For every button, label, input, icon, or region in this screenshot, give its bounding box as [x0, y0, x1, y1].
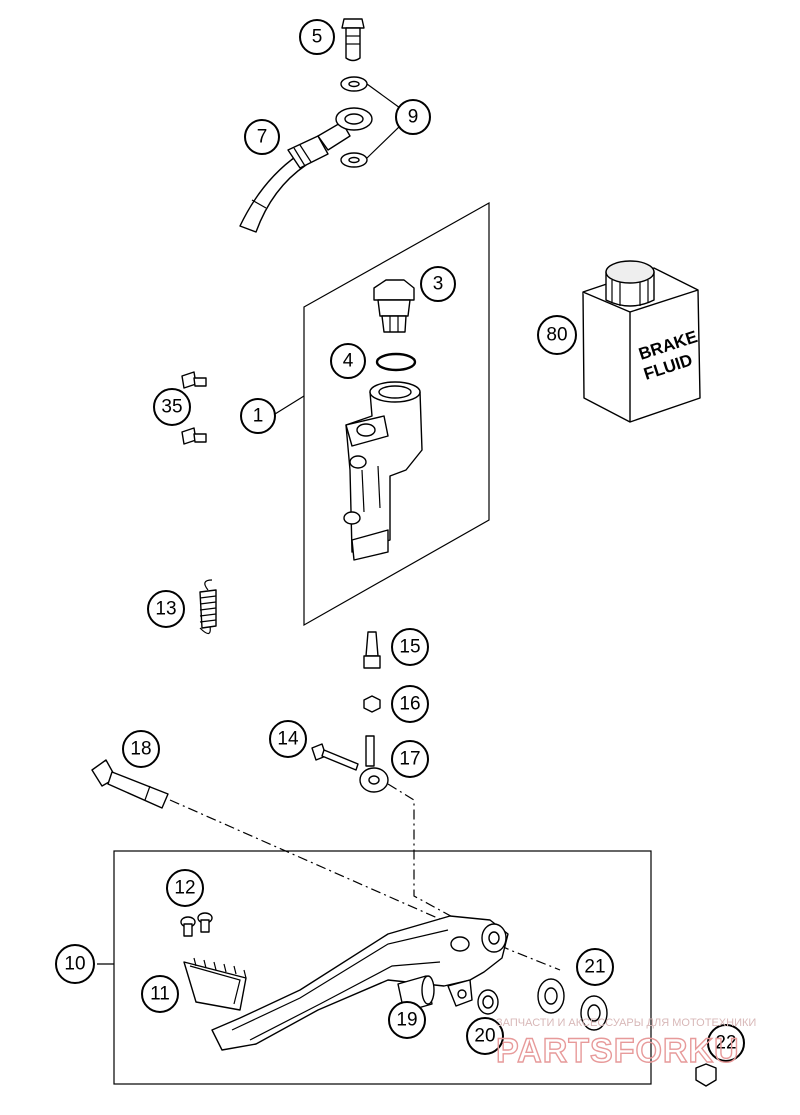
callout-19: 19 [388, 1001, 426, 1039]
assembly-axis-rod [387, 783, 459, 921]
callout-11: 11 [141, 975, 179, 1013]
part-3-reservoir-cap [373, 279, 415, 333]
callout-12: 12 [166, 869, 204, 907]
callout-13: 13 [147, 590, 185, 628]
assembly-axis-pivot [169, 799, 561, 971]
callout-15: 15 [391, 628, 429, 666]
callout-80: 80 [537, 315, 577, 355]
callout-4: 4 [330, 343, 366, 379]
svg-text:17: 17 [399, 749, 420, 770]
svg-text:15: 15 [399, 637, 420, 658]
svg-text:7: 7 [257, 127, 268, 148]
callout-14: 14 [269, 720, 307, 758]
callout-5: 5 [299, 19, 335, 55]
svg-text:18: 18 [130, 739, 151, 760]
svg-text:21: 21 [584, 957, 605, 978]
part-20-bushing [477, 989, 499, 1015]
svg-text:80: 80 [546, 325, 567, 346]
callout-35: 35 [153, 388, 191, 426]
svg-text:20: 20 [474, 1026, 495, 1047]
callout-16: 16 [391, 685, 429, 723]
part-10-brake-pedal [211, 915, 509, 1051]
callout-3: 3 [420, 266, 456, 302]
svg-text:35: 35 [161, 397, 182, 418]
watermark-logo: PARTSFORKU [496, 1032, 740, 1070]
part-80-brake-fluid-bottle: BRAKE FLUID [582, 260, 701, 423]
master-cylinder-group-frame [303, 201, 490, 627]
part-14-bolt [311, 743, 359, 771]
part-35-bolts [181, 371, 207, 445]
callout-1: 1 [240, 398, 276, 434]
part-17-clevis [359, 735, 389, 793]
part-18-pivot-bolt [91, 759, 169, 809]
callout-22: 22 [707, 1024, 745, 1062]
part-13-spring [199, 579, 217, 635]
svg-text:3: 3 [433, 274, 444, 295]
svg-text:5: 5 [312, 27, 323, 48]
part-7-brake-hose [239, 107, 373, 233]
part-5-banjo-bolt [341, 18, 365, 62]
callout-7: 7 [244, 119, 280, 155]
svg-text:19: 19 [396, 1010, 417, 1031]
part-15-push-rod [363, 631, 381, 669]
callout-17: 17 [391, 740, 429, 778]
svg-text:12: 12 [174, 878, 195, 899]
svg-text:11: 11 [150, 984, 170, 1005]
svg-text:16: 16 [399, 694, 420, 715]
brake-pedal-group-frame [113, 850, 652, 1085]
svg-text:1: 1 [253, 406, 264, 427]
part-11-pedal-tip [183, 957, 247, 1011]
svg-text:9: 9 [408, 107, 419, 128]
svg-text:10: 10 [64, 954, 85, 975]
callout-20: 20 [466, 1017, 504, 1055]
callout-9: 9 [395, 99, 431, 135]
part-12-screws [180, 912, 213, 937]
svg-text:13: 13 [155, 599, 176, 620]
callout-21: 21 [576, 948, 614, 986]
part-1-master-cylinder [343, 381, 423, 561]
part-21-bearings [537, 978, 608, 1031]
callout-18: 18 [122, 730, 160, 768]
svg-text:22: 22 [715, 1033, 736, 1054]
part-9-washers [340, 76, 368, 168]
watermark-tagline: ЗАПЧАСТИ И АКСЕССУАРЫ ДЛЯ МОТОТЕХНИКИ [496, 1017, 756, 1029]
part-4-o-ring [375, 352, 417, 372]
leader-lines [97, 83, 401, 965]
svg-text:4: 4 [343, 351, 354, 372]
svg-text:14: 14 [277, 729, 299, 750]
callout-10: 10 [55, 944, 95, 984]
part-22-nut [695, 1063, 717, 1087]
part-16-nut [363, 695, 381, 713]
